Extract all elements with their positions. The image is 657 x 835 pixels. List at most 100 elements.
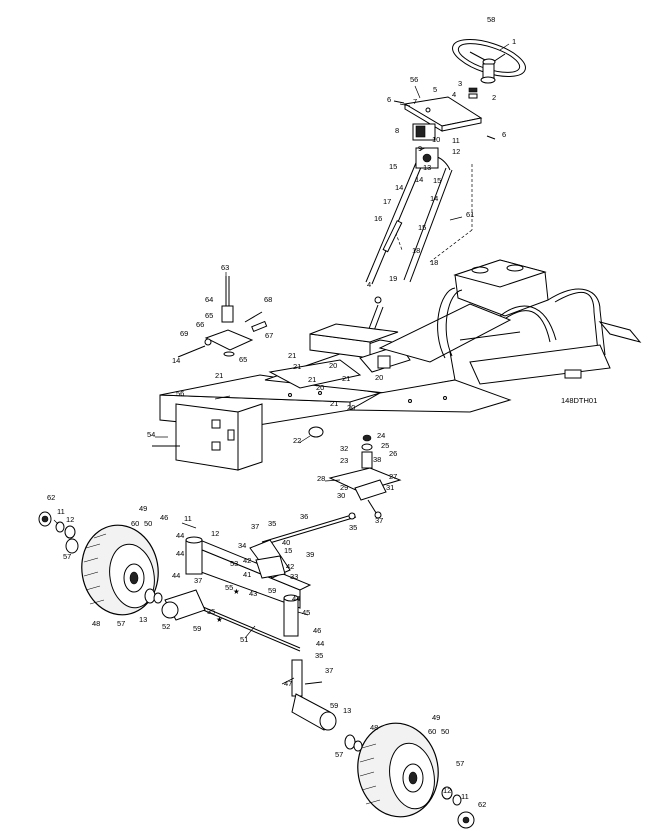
callout-l20a: 20 bbox=[329, 361, 337, 370]
callout-l14d: 14 bbox=[172, 356, 180, 365]
callout-l35a: 35 bbox=[349, 523, 357, 532]
callout-l26: 26 bbox=[389, 449, 397, 458]
callout-l42b: 42 bbox=[286, 562, 294, 571]
callout-l18a: 18 bbox=[412, 246, 420, 255]
callout-l33: 33 bbox=[290, 572, 298, 581]
callout-l62b: 62 bbox=[478, 800, 486, 809]
callout-l55: 55 bbox=[225, 583, 233, 592]
callout-l44d: 44 bbox=[292, 594, 300, 603]
leader-lines bbox=[53, 43, 510, 685]
callout-l35b: 35 bbox=[268, 519, 276, 528]
callout-l37d: 37 bbox=[325, 666, 333, 675]
callout-l25: 25 bbox=[381, 441, 389, 450]
callout-l51: 51 bbox=[240, 635, 248, 644]
callout-l3: 3 bbox=[458, 79, 462, 88]
callout-l64: 64 bbox=[205, 295, 213, 304]
callout-l49b: 49 bbox=[432, 713, 440, 722]
dash-plate bbox=[393, 96, 496, 141]
callout-l53: 53 bbox=[230, 559, 238, 568]
callout-l60b: 60 bbox=[428, 727, 436, 736]
callout-l21d: 21 bbox=[308, 375, 316, 384]
callout-l12a: 12 bbox=[452, 147, 460, 156]
callout-l30: 30 bbox=[337, 491, 345, 500]
callout-l36: 36 bbox=[300, 512, 308, 521]
callout-l8: 8 bbox=[395, 126, 399, 135]
callout-l31: 31 bbox=[386, 483, 394, 492]
callout-l32: 32 bbox=[340, 444, 348, 453]
callout-l57b: 57 bbox=[117, 619, 125, 628]
callout-l14a: 14 bbox=[415, 175, 423, 184]
left-wheel-hub-parts bbox=[38, 511, 79, 554]
callout-l6b: 6 bbox=[502, 130, 506, 139]
callout-l59b: 59 bbox=[193, 624, 201, 633]
callout-l11d: 11 bbox=[461, 792, 469, 801]
callout-l10: 10 bbox=[432, 135, 440, 144]
callout-l45: 45 bbox=[302, 608, 310, 617]
callout-l49a: 49 bbox=[139, 504, 147, 513]
callout-l13a: 13 bbox=[139, 615, 147, 624]
callout-l18b: 18 bbox=[430, 258, 438, 267]
right-wheel-hub-parts bbox=[441, 786, 475, 829]
callout-l12d: 12 bbox=[443, 786, 451, 795]
callout-l22: 22 bbox=[293, 436, 301, 445]
callout-l57a: 57 bbox=[63, 552, 71, 561]
callout-l5: 5 bbox=[433, 85, 437, 94]
callout-l4: 4 bbox=[452, 90, 456, 99]
tie-rod bbox=[261, 512, 357, 546]
callout-l46b: 46 bbox=[313, 626, 321, 635]
callout-l6a: 6 bbox=[387, 95, 391, 104]
callout-l61: 61 bbox=[466, 210, 474, 219]
callout-l47: 47 bbox=[284, 679, 292, 688]
svg-text:★: ★ bbox=[233, 587, 240, 596]
callout-l65b: 65 bbox=[239, 355, 247, 364]
callout-l44e: 44 bbox=[316, 639, 324, 648]
callout-l13b: 13 bbox=[343, 706, 351, 715]
left-front-wheel bbox=[81, 524, 163, 616]
front-axle: ★ ★ bbox=[185, 536, 312, 652]
svg-text:★: ★ bbox=[216, 615, 223, 624]
callout-l42a: 42 bbox=[243, 556, 251, 565]
callout-l16: 16 bbox=[374, 214, 382, 223]
callout-l21b: 21 bbox=[288, 351, 296, 360]
callout-l44a: 44 bbox=[176, 531, 184, 540]
callout-l24: 24 bbox=[377, 431, 385, 440]
callout-l56a: 56 bbox=[410, 75, 418, 84]
axle-pivot bbox=[308, 426, 402, 519]
callout-l38: 38 bbox=[373, 455, 381, 464]
callout-l2: 2 bbox=[492, 93, 496, 102]
callout-l41: 41 bbox=[243, 570, 251, 579]
callout-l11b: 11 bbox=[57, 507, 65, 516]
callout-l48b: 48 bbox=[370, 723, 378, 732]
callout-l35d: 35 bbox=[315, 651, 323, 660]
callout-l27: 27 bbox=[389, 472, 397, 481]
callout-l44b: 44 bbox=[176, 549, 184, 558]
callout-l54: 54 bbox=[147, 430, 155, 439]
callout-l15d: 15 bbox=[284, 546, 292, 555]
figure-code: 148DTH01 bbox=[561, 396, 597, 405]
callout-l37b: 37 bbox=[251, 522, 259, 531]
steering-column bbox=[339, 147, 473, 408]
callout-l37c: 37 bbox=[194, 576, 202, 585]
callout-l11c: 11 bbox=[184, 514, 192, 523]
steering-wheel bbox=[452, 39, 526, 99]
callout-l20c: 20 bbox=[316, 383, 324, 392]
callout-l14c: 14 bbox=[430, 194, 438, 203]
callout-l35c: 35 bbox=[207, 607, 215, 616]
callout-l66: 66 bbox=[196, 320, 204, 329]
callout-l40: 40 bbox=[282, 538, 290, 547]
callout-l12c: 12 bbox=[211, 529, 219, 538]
callout-l1: 1 bbox=[512, 37, 516, 46]
callout-l20d: 20 bbox=[347, 403, 355, 412]
callout-l21e: 21 bbox=[342, 374, 350, 383]
callout-l59a: 59 bbox=[268, 586, 276, 595]
callout-l44c: 44 bbox=[172, 571, 180, 580]
callout-l52: 52 bbox=[162, 622, 170, 631]
callout-l68: 68 bbox=[264, 295, 272, 304]
callout-l60a: 60 bbox=[131, 519, 139, 528]
callout-l7: 7 bbox=[413, 97, 417, 106]
callout-l21a: 21 bbox=[215, 371, 223, 380]
callout-l13: 13 bbox=[423, 163, 431, 172]
right-front-wheel bbox=[344, 722, 439, 818]
callout-l21c: 21 bbox=[293, 362, 301, 371]
